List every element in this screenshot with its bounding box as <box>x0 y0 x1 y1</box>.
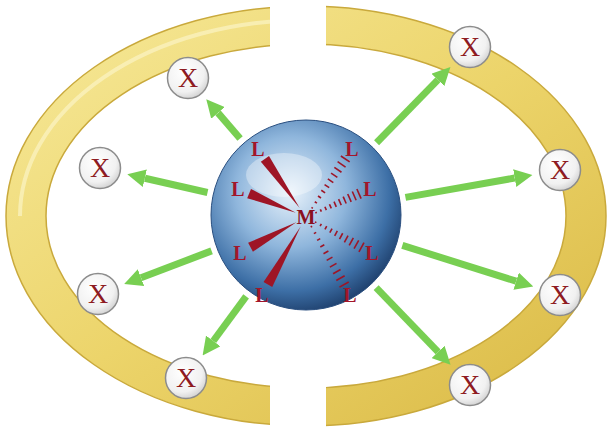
hashed-bond <box>312 156 350 208</box>
sphere-highlight <box>246 153 322 197</box>
x-circle: X <box>448 363 492 407</box>
green-arrow <box>218 113 240 139</box>
ring-band <box>6 6 606 426</box>
x-label: X <box>88 280 108 308</box>
x-circle: X <box>76 272 120 316</box>
x-label: X <box>178 64 198 92</box>
green-arrow <box>402 245 516 281</box>
sphere-body <box>211 120 401 310</box>
green-arrow <box>405 178 514 197</box>
ligand-label: L <box>343 285 356 305</box>
x-label: X <box>550 281 570 309</box>
x-circle-body <box>168 58 209 99</box>
x-circle-body <box>450 365 491 406</box>
x-label: X <box>90 154 110 182</box>
metal-sphere: LLLLMLLLL <box>210 119 402 311</box>
x-label: X <box>176 364 196 392</box>
green-arrow <box>213 296 246 341</box>
hashed-bond <box>311 226 349 287</box>
x-circle: X <box>164 356 208 400</box>
green-arrow <box>376 288 438 352</box>
hashed-bond <box>316 189 361 213</box>
x-circle-body <box>80 148 121 189</box>
bond-group <box>247 156 364 287</box>
hashed-bond <box>315 222 364 252</box>
x-label: X <box>550 156 570 184</box>
ligand-label: L <box>231 179 244 199</box>
x-label: X <box>460 33 480 61</box>
x-circle-body <box>540 150 581 191</box>
green-arrow <box>377 80 438 143</box>
ligand-label: L <box>365 243 378 263</box>
x-circle-body <box>78 274 119 315</box>
x-circle: X <box>166 56 210 100</box>
wedge-bond <box>247 189 296 213</box>
x-circle-body <box>450 27 491 68</box>
x-circle-body <box>166 358 207 399</box>
metal-label: M <box>297 207 316 227</box>
green-arrow <box>141 251 212 278</box>
ligand-label: L <box>345 139 358 159</box>
x-circle-body <box>540 275 581 316</box>
wedge-bond <box>264 227 301 287</box>
x-circle: X <box>78 146 122 190</box>
green-arrow <box>145 178 208 192</box>
ligand-label: L <box>363 179 376 199</box>
ligand-label: L <box>233 243 246 263</box>
x-circle: X <box>538 148 582 192</box>
x-circle: X <box>538 273 582 317</box>
x-label: X <box>460 371 480 399</box>
x-circle: X <box>448 25 492 69</box>
ligand-label: L <box>255 285 268 305</box>
ligand-label: L <box>251 139 264 159</box>
